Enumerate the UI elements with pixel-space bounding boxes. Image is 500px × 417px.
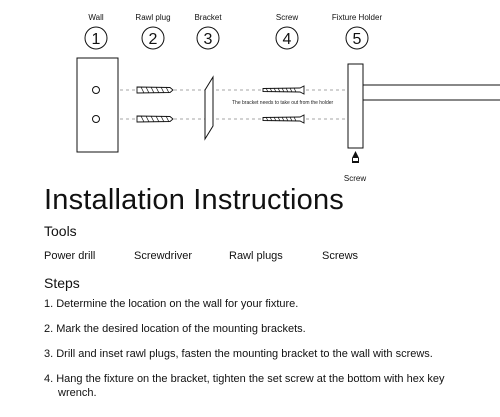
steps-heading: Steps (44, 275, 80, 291)
number-circle-1: 1 (84, 26, 108, 50)
rawl-plug-top-icon (136, 86, 174, 94)
label-wall: Wall (88, 13, 103, 22)
step-item: 3. Drill and inset rawl plugs, fasten th… (44, 348, 433, 360)
steps-list: 1. Determine the location on the wall fo… (44, 297, 484, 411)
number-circle-2: 2 (141, 26, 165, 50)
number-circle-3: 3 (196, 26, 220, 50)
tool-item: Screwdriver (134, 250, 193, 262)
tool-item: Screws (322, 250, 359, 262)
screw-top-icon (262, 85, 305, 95)
label-bracket: Bracket (194, 13, 222, 22)
number-2: 2 (149, 31, 158, 48)
label-fixture-holder: Fixture Holder (332, 13, 383, 22)
number-circle-4: 4 (275, 26, 299, 50)
step-item: 2. Mark the desired location of the moun… (44, 323, 306, 335)
number-5: 5 (353, 31, 362, 48)
page-title: Installation Instructions (44, 184, 344, 216)
label-bottom-screw: Screw (344, 174, 366, 183)
number-circle-5: 5 (345, 26, 369, 50)
fixture-holder (347, 63, 500, 149)
tool-item: Rawl plugs (229, 250, 283, 262)
rawl-plug-bottom-icon (136, 115, 174, 123)
number-3: 3 (204, 31, 213, 48)
number-4: 4 (283, 31, 292, 48)
step-item: 4. Hang the fixture on the bracket, tigh… (44, 373, 445, 399)
tool-item: Power drill (44, 250, 96, 262)
bracket-note: The bracket needs to take out from the h… (232, 100, 334, 106)
bracket-plate (204, 75, 214, 141)
label-rawl-plug: Rawl plug (135, 13, 170, 22)
step-item: 1. Determine the location on the wall fo… (44, 298, 299, 310)
screw-bottom-icon (262, 114, 305, 124)
label-screw: Screw (276, 13, 298, 22)
wall-plate (76, 57, 119, 153)
tools-heading: Tools (44, 223, 77, 239)
number-1: 1 (92, 31, 101, 48)
set-screw-icon (352, 151, 359, 163)
installation-diagram: Wall Rawl plug Bracket Screw Fixture Hol… (76, 13, 500, 183)
